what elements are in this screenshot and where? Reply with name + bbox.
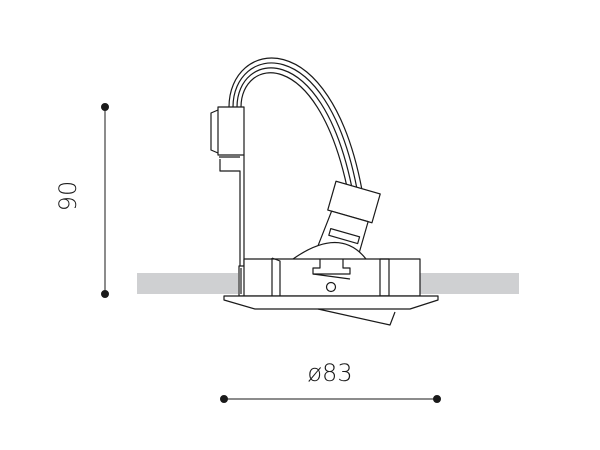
height-dimension-label: 90 xyxy=(54,180,82,212)
diameter-dimension-line xyxy=(220,395,441,403)
height-dimension-line xyxy=(101,103,109,298)
gimbal-dome xyxy=(292,241,367,260)
ceiling-section xyxy=(137,273,519,294)
trim-ring xyxy=(223,295,439,326)
cable-loop xyxy=(228,57,363,191)
diameter-dimension-label: ø83 xyxy=(307,359,353,387)
gimbal-housing xyxy=(243,257,421,297)
terminal-block xyxy=(210,106,245,270)
